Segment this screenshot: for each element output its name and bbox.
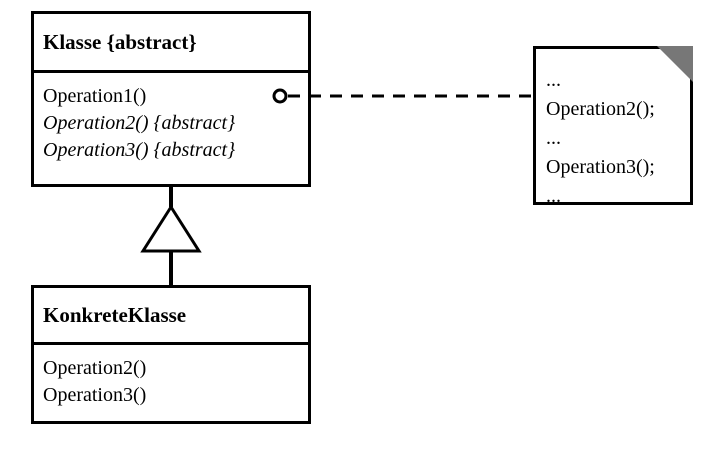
note-line-3: ... xyxy=(546,127,561,149)
note-box: ... Operation2(); ... Operation3(); ... xyxy=(533,46,693,207)
generalization-triangle-icon xyxy=(140,204,202,253)
note-line-4: Operation3(); xyxy=(546,156,655,178)
concrete-operation3-label: Operation3() xyxy=(43,384,147,406)
note-line-2: Operation2(); xyxy=(546,98,655,120)
concrete-class-box: KonkreteKlasse Operation2() Operation3() xyxy=(31,285,311,424)
note-line-1: ... xyxy=(546,69,561,91)
concrete-operation2-label: Operation2() xyxy=(43,357,147,379)
operation3-abstract-label: Operation3() {abstract} xyxy=(43,139,236,161)
concrete-class-name: KonkreteKlasse xyxy=(34,288,308,345)
abstract-class-name: Klasse {abstract} xyxy=(34,14,308,73)
abstract-class-operations: Operation1() Operation2() {abstract} Ope… xyxy=(34,73,308,164)
operation1-label: Operation1() xyxy=(43,85,147,107)
operation2-abstract-label: Operation2() {abstract} xyxy=(43,112,236,134)
concrete-class-operations: Operation2() Operation3() xyxy=(34,345,308,409)
note-line-5: ... xyxy=(546,185,561,207)
abstract-class-box: Klasse {abstract} Operation1() Operation… xyxy=(31,11,311,187)
